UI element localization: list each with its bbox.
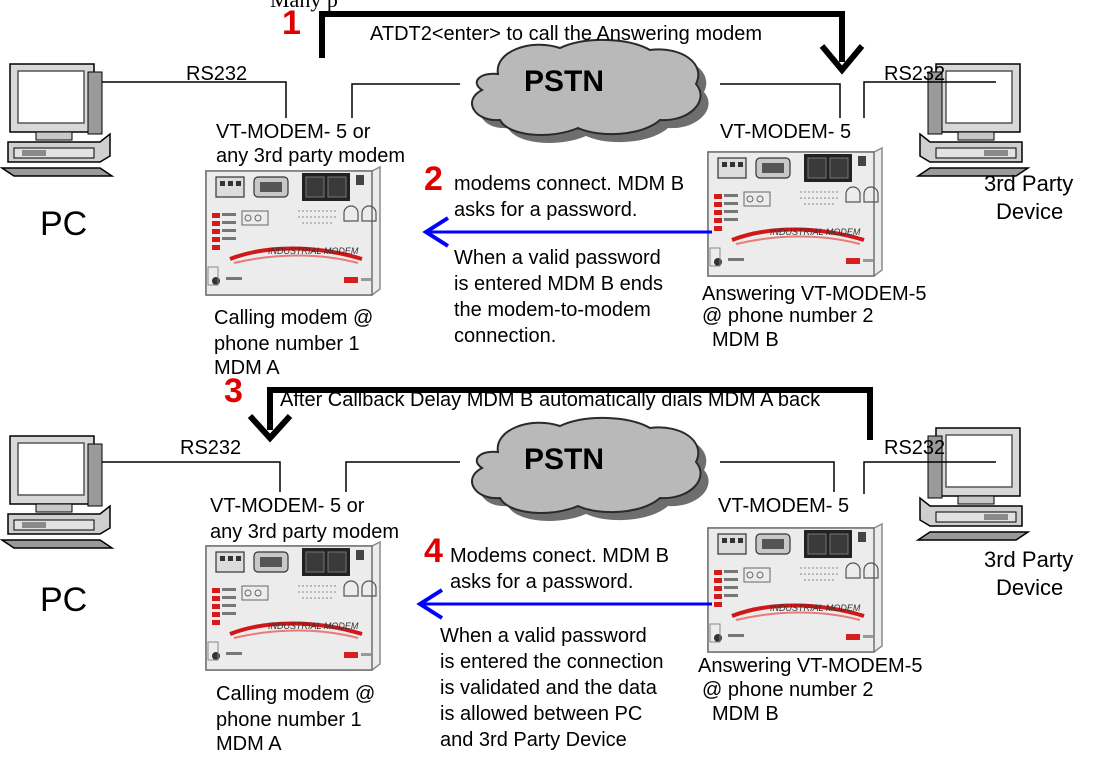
pc-label-2: PC bbox=[40, 581, 88, 619]
detail-b-line-5: and 3rd Party Device bbox=[440, 729, 627, 751]
calling-modem-model: VT-MODEM- 5 or bbox=[216, 121, 371, 143]
step-2-number: 2 bbox=[424, 160, 443, 198]
answering-modem-model: VT-MODEM- 5 bbox=[720, 121, 852, 143]
rs232-right-label: RS232 bbox=[884, 63, 946, 85]
calling-caption-b-1: Calling modem @ bbox=[216, 683, 376, 705]
step-4-text-2: asks for a password. bbox=[450, 571, 634, 593]
answering-modem-2 bbox=[706, 522, 884, 654]
calling-modem-model-b-2: any 3rd party modem bbox=[210, 521, 399, 543]
device-label-2: Device bbox=[996, 199, 1064, 224]
answering-modem-model-2: VT-MODEM- 5 bbox=[718, 495, 850, 517]
cut-off-text: Many p bbox=[270, 0, 338, 12]
step-3-number: 3 bbox=[224, 372, 243, 410]
modem-face-text-2: INDUSTRIAL MODEM bbox=[770, 227, 861, 237]
calling-caption-b-2: phone number 1 bbox=[216, 709, 362, 731]
device-label-b-2: Device bbox=[996, 575, 1064, 600]
answer-caption-b-2: @ phone number 2 bbox=[702, 679, 874, 701]
step-1-text: ATDT2<enter> to call the Answering modem bbox=[370, 23, 763, 45]
answer-caption-2: @ phone number 2 bbox=[702, 305, 874, 327]
answer-caption-3: MDM B bbox=[712, 329, 779, 351]
pc-icon bbox=[1, 63, 113, 177]
step-2-text-2: asks for a password. bbox=[454, 199, 638, 221]
calling-modem-model-b: VT-MODEM- 5 or bbox=[210, 495, 365, 517]
detail-line-3: the modem-to-modem bbox=[454, 299, 651, 321]
call-arrow-path bbox=[319, 11, 845, 62]
detail-b-line-3: is validated and the data bbox=[440, 677, 657, 699]
calling-caption-1: Calling modem @ bbox=[214, 307, 374, 329]
device-label-b-1: 3rd Party bbox=[984, 547, 1074, 572]
rs232-left-label-2: RS232 bbox=[180, 437, 242, 459]
detail-b-line-4: is allowed between PC bbox=[440, 703, 643, 725]
rs232-left-label: RS232 bbox=[186, 63, 248, 85]
callback-arrow-head bbox=[247, 413, 293, 443]
detail-b-line-1: When a valid password bbox=[440, 625, 647, 647]
callback-arrow-path bbox=[267, 387, 873, 440]
calling-caption-2: phone number 1 bbox=[214, 333, 360, 355]
pstn-label: PSTN bbox=[524, 65, 605, 98]
calling-modem bbox=[204, 165, 382, 297]
device-label-1: 3rd Party bbox=[984, 171, 1074, 196]
modem-face-text-4: INDUSTRIAL MODEM bbox=[770, 603, 861, 613]
step-1-number: 1 bbox=[282, 4, 301, 42]
pc-label: PC bbox=[40, 205, 88, 243]
rs232-right-label-2: RS232 bbox=[884, 437, 946, 459]
calling-modem-model-2: any 3rd party modem bbox=[216, 145, 405, 167]
pstn-label-2: PSTN bbox=[524, 443, 605, 476]
modem-face-text-3: INDUSTRIAL MODEM bbox=[268, 621, 359, 631]
modem-face-text: INDUSTRIAL MODEM bbox=[268, 246, 359, 256]
calling-caption-3: MDM A bbox=[214, 357, 280, 379]
calling-caption-b-3: MDM A bbox=[216, 733, 282, 755]
answer-caption-b-3: MDM B bbox=[712, 703, 779, 725]
step-4-text: Modems conect. MDM B bbox=[450, 545, 669, 567]
detail-line-4: connection. bbox=[454, 325, 557, 347]
answer-caption-1: Answering VT-MODEM-5 bbox=[702, 283, 927, 305]
detail-line-1: When a valid password bbox=[454, 247, 661, 269]
calling-modem-2 bbox=[204, 540, 382, 672]
answering-modem bbox=[706, 146, 884, 278]
step-2-text: modems connect. MDM B bbox=[454, 173, 685, 195]
detail-b-line-2: is entered the connection bbox=[440, 651, 664, 673]
pc-icon-2 bbox=[1, 435, 113, 549]
call-arrow-head bbox=[819, 44, 865, 75]
step-3-text: After Callback Delay MDM B automatically… bbox=[280, 389, 821, 411]
step-4-number: 4 bbox=[424, 532, 443, 570]
detail-line-2: is entered MDM B ends bbox=[454, 273, 663, 295]
answer-caption-b-1: Answering VT-MODEM-5 bbox=[698, 655, 923, 677]
